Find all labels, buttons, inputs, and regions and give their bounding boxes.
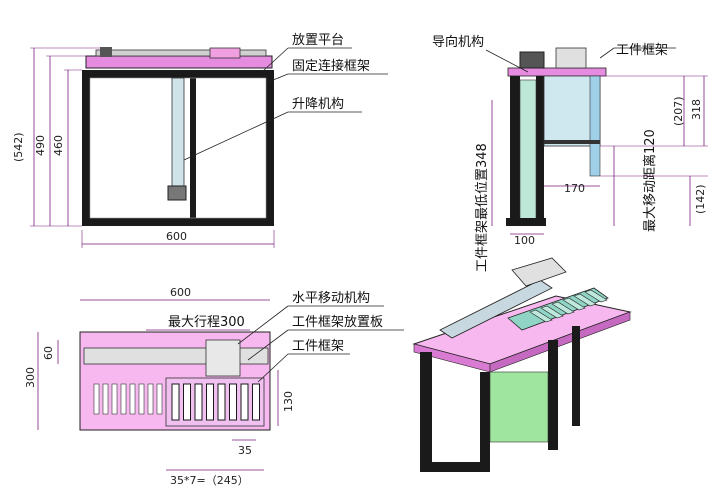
side-guide	[519, 79, 537, 221]
front-right-post	[266, 70, 274, 226]
top-view: 水平移动机构 工件框架放置板 工件框架 最大行程300 600 300 60 1…	[24, 286, 404, 487]
top-slots-small	[93, 383, 163, 415]
label-plate: 工件框架放置板	[292, 315, 383, 330]
front-rail	[95, 49, 267, 57]
slot-small	[93, 383, 100, 415]
slot-small	[102, 383, 109, 415]
front-lift-column	[171, 77, 185, 187]
dim-front-490: 490	[34, 135, 47, 156]
dim-side-207: (207)	[672, 96, 685, 126]
iso-slot	[551, 301, 575, 315]
slot-large	[240, 383, 249, 421]
label-side-frame: 工件框架	[616, 43, 668, 58]
iso-slots	[529, 289, 608, 323]
iso-slot	[573, 293, 597, 307]
top-frame-plate	[165, 377, 265, 427]
iso-view	[412, 257, 632, 472]
slot-small	[120, 383, 127, 415]
slot-large	[206, 383, 214, 421]
iso-slot	[540, 305, 564, 319]
front-motor	[100, 47, 112, 57]
side-view: 导向机构 工件框架 170 100 工件框架最低位置348 最大移动距离120 …	[432, 34, 708, 272]
iso-carriage	[511, 257, 567, 287]
label-horizontal: 水平移动机构	[292, 291, 370, 306]
top-slots-large	[171, 383, 260, 421]
iso-slot	[584, 289, 608, 303]
front-mid-post	[190, 78, 196, 218]
side-left-post	[510, 76, 520, 226]
front-bottom-beam	[82, 218, 274, 226]
dim-top-35: 35	[238, 444, 252, 457]
front-top-beam	[82, 70, 274, 78]
iso-horizontal-rail	[439, 279, 553, 339]
slot-large	[217, 383, 226, 421]
front-left-post	[82, 70, 90, 226]
dim-top-600: 600	[170, 286, 191, 299]
dim-side-170: 170	[564, 182, 585, 195]
label-platform: 放置平台	[292, 33, 344, 48]
dim-side-142: (142)	[694, 184, 707, 214]
iso-right-post	[548, 340, 558, 450]
label-connector: 固定连接框架	[292, 58, 370, 74]
dim-top-300: 300	[24, 367, 37, 388]
label-max-move: 最大移动距离120	[642, 129, 658, 232]
front-block	[209, 47, 241, 59]
dim-top-pitch: 35*7=（245）	[170, 474, 249, 487]
slot-small	[129, 383, 136, 415]
slot-small	[147, 383, 154, 415]
slot-large	[194, 383, 203, 421]
front-platform	[85, 55, 273, 69]
front-lift-motor	[167, 185, 187, 201]
slot-small	[111, 383, 118, 415]
side-right-post	[536, 76, 544, 226]
dim-side-318: 318	[690, 99, 703, 120]
dim-top-130: 130	[282, 391, 295, 412]
iso-lift	[489, 371, 549, 443]
slot-large	[252, 383, 260, 421]
top-carriage	[205, 339, 241, 377]
dim-front-460: 460	[52, 135, 65, 156]
label-lift: 升降机构	[292, 97, 344, 112]
iso-left-post	[420, 352, 432, 472]
dim-side-100: 100	[514, 234, 535, 247]
iso-slot	[529, 309, 553, 323]
dim-top-60: 60	[42, 346, 55, 360]
front-view: 放置平台 固定连接框架 升降机构 600 (542) 490 460	[12, 33, 388, 248]
dim-front-600: 600	[166, 230, 187, 243]
label-top-frame: 工件框架	[292, 339, 344, 354]
iso-slot	[562, 297, 586, 311]
label-lowest: 工件框架最低位置348	[475, 143, 490, 272]
dim-front-542: (542)	[12, 132, 25, 162]
side-motor	[519, 51, 545, 69]
label-stroke: 最大行程300	[168, 315, 245, 330]
slot-large	[171, 383, 180, 421]
slot-large	[229, 383, 237, 421]
slot-small	[156, 383, 163, 415]
slot-small	[138, 383, 145, 415]
label-guide: 导向机构	[432, 34, 484, 50]
slot-large	[183, 383, 191, 421]
side-frame-top	[555, 47, 587, 69]
iso-mid-post	[480, 372, 490, 472]
